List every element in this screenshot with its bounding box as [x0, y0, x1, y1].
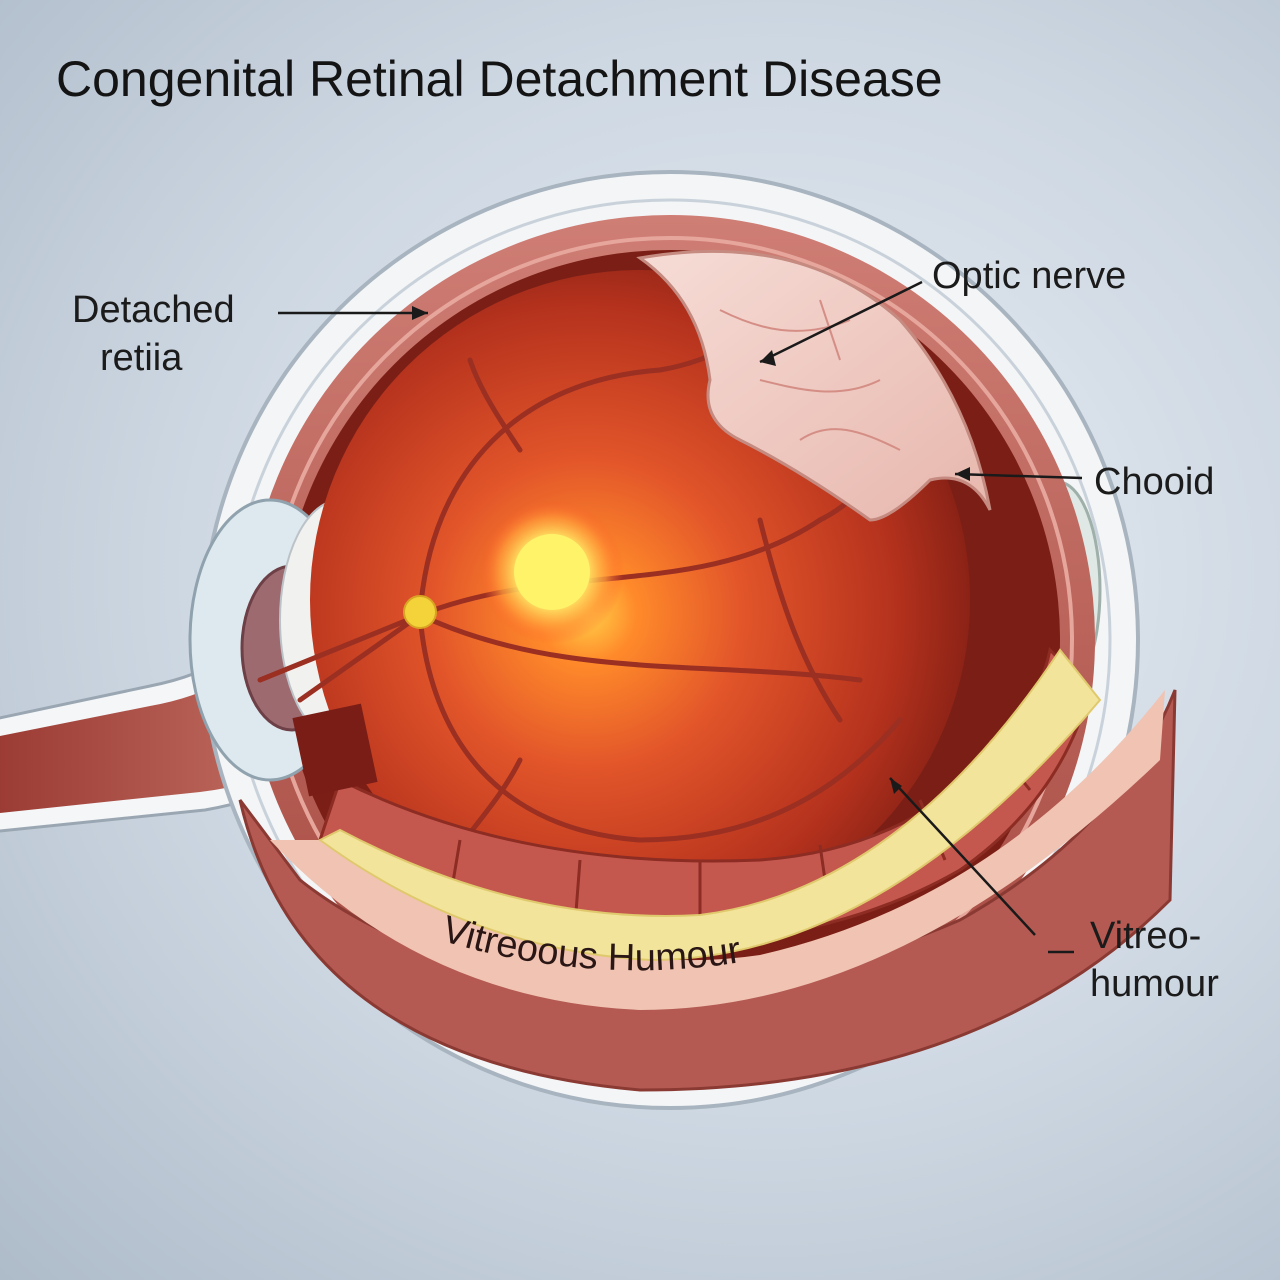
- label-optic-nerve: Optic nerve: [932, 252, 1126, 300]
- label-vitreo-line2: humour: [1090, 960, 1260, 1008]
- label-detached-retina-line1: Detached: [72, 286, 292, 334]
- macula: [514, 534, 590, 610]
- label-vitreo-line1: Vitreo-: [1090, 912, 1260, 960]
- label-detached-retina: Detached retiia: [72, 286, 292, 382]
- optic-disc: [404, 596, 436, 628]
- label-choroid: Chooid: [1094, 458, 1214, 506]
- label-vitreo-humour: Vitreo- humour: [1090, 912, 1260, 1008]
- label-detached-retina-line2: retiia: [72, 334, 292, 382]
